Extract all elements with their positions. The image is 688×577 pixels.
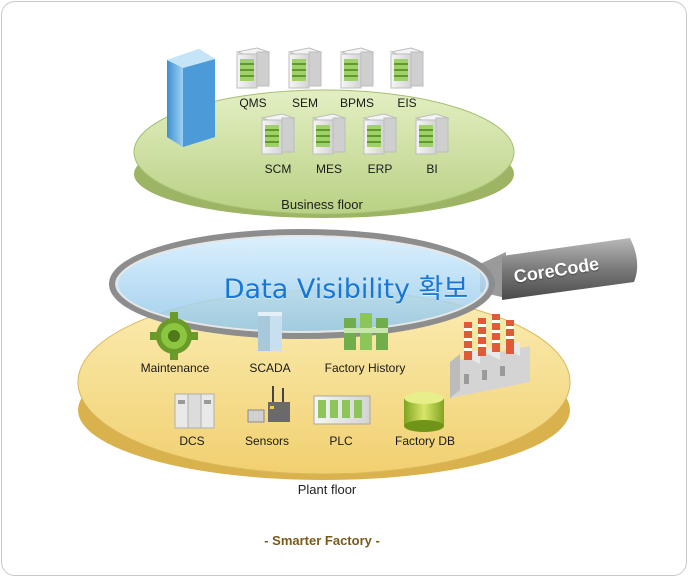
system-label-scm: SCM bbox=[264, 162, 292, 176]
mes-server-icon bbox=[311, 113, 347, 155]
erp-server-icon bbox=[362, 113, 398, 155]
system-label-erp: ERP bbox=[367, 162, 393, 176]
smarter-factory-caption: - Smarter Factory - bbox=[264, 533, 380, 548]
eis-server-icon bbox=[389, 47, 425, 89]
plant-label-maintenance: Maintenance bbox=[140, 361, 210, 375]
plant-label-dcs: DCS bbox=[179, 434, 205, 448]
factory-building-icon bbox=[450, 314, 530, 398]
business-floor-label: Business floor bbox=[281, 197, 363, 212]
factory-db-icon bbox=[404, 392, 444, 432]
system-label-qms: QMS bbox=[239, 96, 267, 110]
plant-label-scada: SCADA bbox=[249, 361, 291, 375]
dcs-cabinet-icon bbox=[174, 393, 215, 429]
system-label-sem: SEM bbox=[291, 96, 319, 110]
plant-label-plc: PLC bbox=[329, 434, 353, 448]
system-label-bi: BI bbox=[426, 162, 438, 176]
business-servers bbox=[235, 47, 450, 155]
office-tower-icon bbox=[167, 49, 215, 147]
sensors-icon bbox=[247, 386, 290, 423]
plc-icon bbox=[313, 395, 371, 425]
sem-server-icon bbox=[287, 47, 323, 89]
system-label-mes: MES bbox=[315, 162, 343, 176]
magnifier-lens bbox=[109, 229, 495, 339]
bpms-server-icon bbox=[339, 47, 375, 89]
data-visibility-title: Data Visibility 확보 bbox=[223, 274, 469, 305]
scm-server-icon bbox=[260, 113, 296, 155]
scada-server-icon bbox=[258, 312, 282, 351]
qms-server-icon bbox=[235, 47, 271, 89]
bi-server-icon bbox=[414, 113, 450, 155]
factory-history-icon bbox=[344, 313, 388, 350]
system-label-bpms: BPMS bbox=[339, 96, 375, 110]
plant-label-factory-history: Factory History bbox=[324, 361, 406, 375]
maintenance-gear-icon bbox=[150, 312, 198, 360]
plant-floor-label: Plant floor bbox=[297, 482, 357, 497]
plant-label-factory-db: Factory DB bbox=[394, 434, 456, 448]
system-label-eis: EIS bbox=[397, 96, 417, 110]
plant-label-sensors: Sensors bbox=[244, 434, 290, 448]
